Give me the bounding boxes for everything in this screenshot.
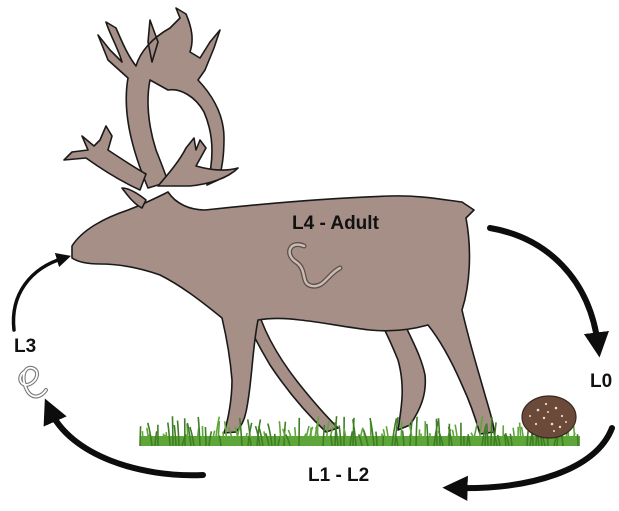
label-l1-l2: L1 - L2 — [308, 466, 369, 485]
antler-front — [158, 138, 238, 186]
arrow-l3-to-adult — [13, 258, 64, 330]
caribou-body — [72, 192, 494, 434]
label-l4-adult: L4 - Adult — [292, 214, 379, 233]
grass-strip — [140, 416, 580, 446]
label-l3: L3 — [14, 337, 36, 356]
worm-icon-l3 — [20, 368, 46, 397]
label-l0: L0 — [590, 372, 612, 391]
caribou-ear — [122, 188, 146, 208]
feces-pellet-icon — [522, 396, 576, 438]
caribou-silhouette — [64, 8, 494, 434]
arrow-adult-to-l0 — [490, 228, 598, 345]
